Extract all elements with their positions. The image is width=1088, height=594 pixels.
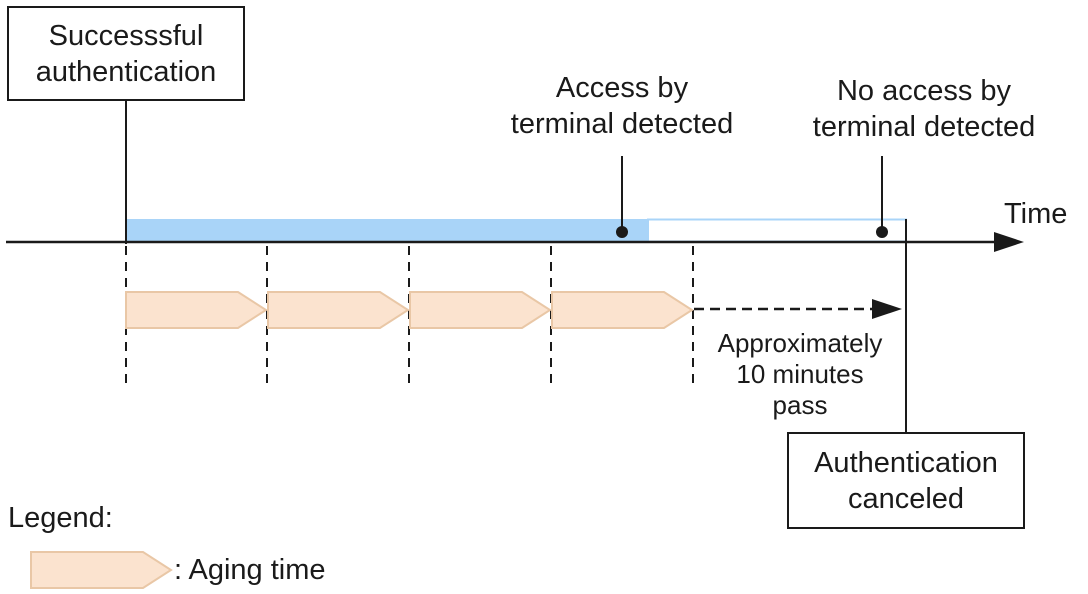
access-detected-label: Access by terminal detected	[482, 70, 762, 142]
elapsed-arrowhead	[872, 299, 902, 319]
legend-aging-arrow	[30, 551, 173, 589]
noaccess-event-dot	[876, 226, 888, 238]
legend-title: Legend:	[8, 502, 113, 534]
elapsed-label-line1: Approximately	[717, 328, 883, 358]
aging-time-arrow	[125, 291, 268, 329]
end-box-line2: canceled	[847, 482, 965, 515]
successful-authentication-box: Successsful authentication	[7, 6, 245, 101]
noaccess-label-line2: terminal detected	[812, 111, 1036, 143]
noaccess-label-line1: No access by	[836, 75, 1012, 107]
access-label-line2: terminal detected	[510, 108, 734, 140]
start-box-line1: Successsful	[48, 19, 204, 52]
time-axis-label: Time	[1004, 198, 1068, 230]
access-label-line1: Access by	[555, 72, 689, 104]
no-access-detected-label: No access by terminal detected	[784, 73, 1064, 145]
legend-aging-label: : Aging time	[174, 554, 326, 586]
aging-time-arrow	[551, 291, 694, 329]
aging-arrows	[125, 291, 694, 329]
time-axis-arrowhead	[994, 232, 1024, 252]
access-event-dot	[616, 226, 628, 238]
authentication-canceled-box: Authentication canceled	[787, 432, 1025, 529]
start-box-line2: authentication	[35, 55, 217, 88]
elapsed-label-line2: 10 minutes	[736, 359, 864, 389]
aging-time-arrow	[267, 291, 410, 329]
elapsed-time-label: Approximately 10 minutes pass	[686, 328, 914, 421]
session-active-bar	[126, 219, 648, 242]
session-idle-bar	[647, 218, 907, 243]
end-box-line1: Authentication	[814, 446, 998, 479]
aging-time-arrow	[409, 291, 552, 329]
elapsed-label-line3: pass	[772, 390, 828, 420]
